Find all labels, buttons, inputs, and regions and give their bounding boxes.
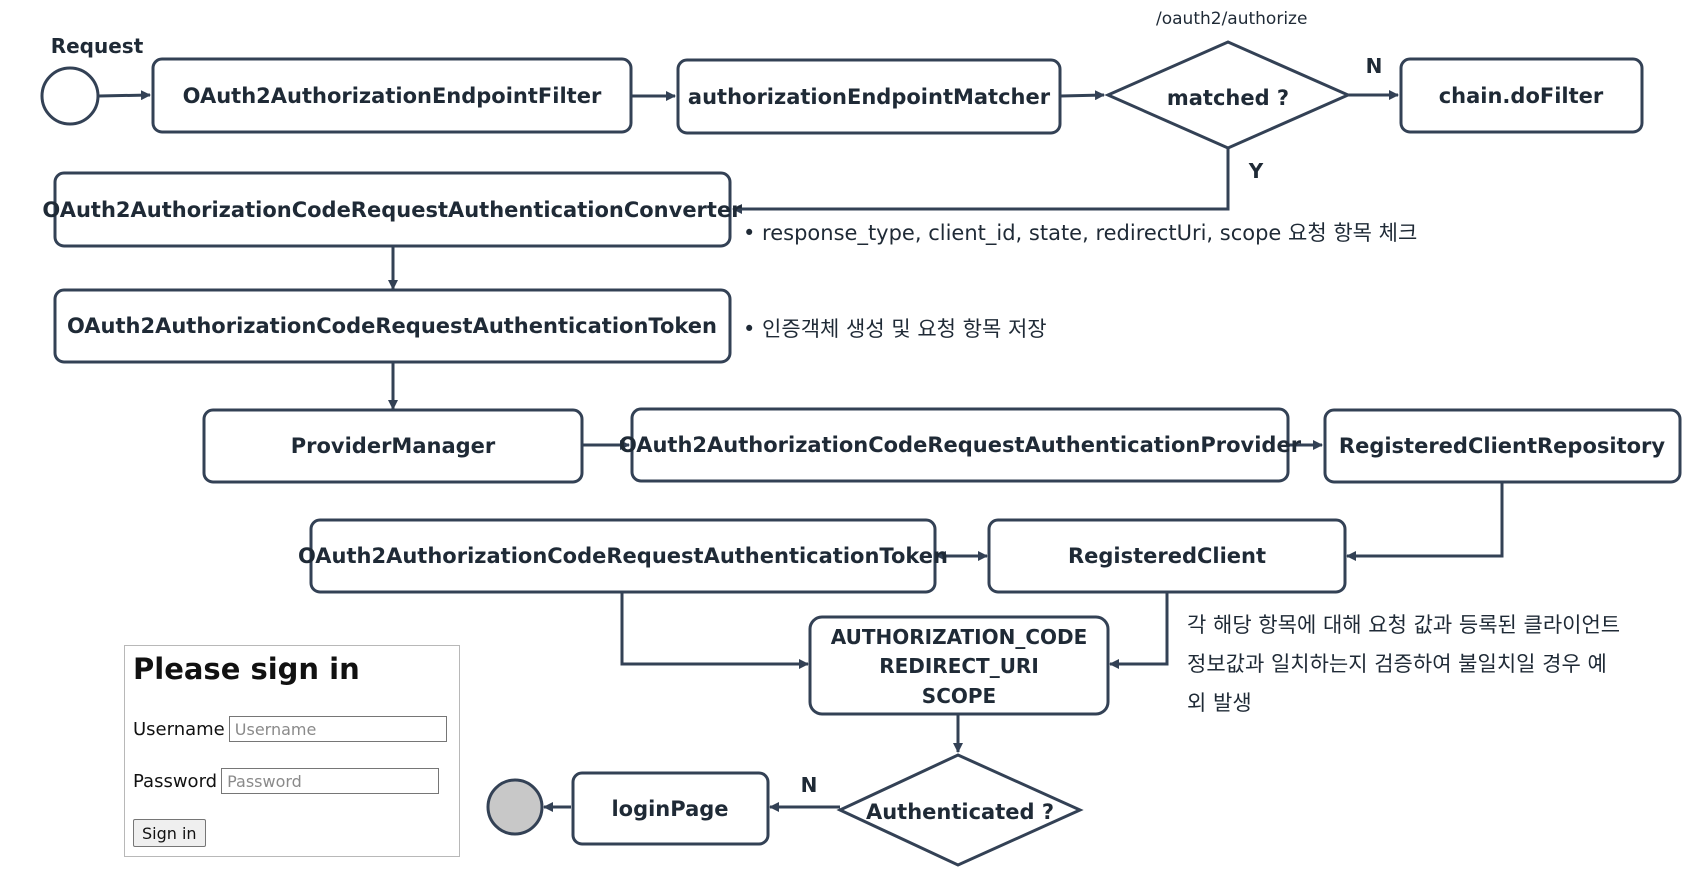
username-row: Username — [133, 716, 447, 742]
matched-yes-label: Y — [1248, 159, 1264, 183]
login-page-box — [571, 771, 770, 846]
edge-start-to-filter — [98, 90, 151, 101]
matched-no-label: N — [1366, 54, 1383, 78]
sign-in-panel: Please sign in Username Password Sign in — [124, 645, 460, 857]
client-repository-box — [1323, 408, 1682, 484]
start-node — [40, 66, 100, 126]
edge-decision-yes — [732, 148, 1230, 214]
registered-client-box — [987, 518, 1347, 594]
token-label-2: OAuth2AuthorizationCodeRequestAuthentica… — [298, 544, 948, 568]
validation-note-line-3: 외 발생 — [1187, 691, 1252, 715]
token-note: • 인증객체 생성 및 요청 항목 저장 — [743, 317, 1047, 341]
edge-token-to-validation — [620, 593, 809, 669]
path-label: /oauth2/authorize — [1156, 9, 1307, 29]
token-box-1 — [53, 288, 732, 364]
edge-client-to-validation — [1109, 593, 1169, 669]
client-repository-label: RegisteredClientRepository — [1339, 434, 1665, 458]
converter-box — [53, 171, 732, 248]
username-input[interactable] — [228, 716, 447, 742]
password-row: Password — [133, 768, 440, 794]
endpoint-matcher-box — [676, 58, 1062, 135]
converter-label: OAuth2AuthorizationCodeRequestAuthentica… — [42, 198, 742, 222]
authenticated-no-label: N — [801, 773, 818, 797]
validation-box — [808, 615, 1110, 716]
token-label-1: OAuth2AuthorizationCodeRequestAuthentica… — [67, 314, 717, 338]
endpoint-filter-box — [151, 57, 633, 134]
edge-matcher-to-decision — [1060, 90, 1105, 101]
auth-provider-box — [630, 407, 1290, 483]
matched-decision-label: matched ? — [1167, 86, 1289, 110]
end-node — [486, 778, 544, 836]
edges — [98, 90, 1504, 812]
chain-dofilter-box — [1399, 57, 1644, 134]
sign-in-title: Please sign in — [133, 652, 360, 686]
endpoint-filter-label: OAuth2AuthorizationEndpointFilter — [183, 84, 602, 108]
converter-note: • response_type, client_id, state, redir… — [743, 221, 1417, 246]
validation-note-line-2: 정보값과 일치하는지 검증하여 불일치일 경우 예 — [1187, 652, 1607, 676]
chain-dofilter-label: chain.doFilter — [1439, 84, 1604, 108]
provider-manager-label: ProviderManager — [291, 434, 496, 458]
authenticated-decision-diamond — [836, 753, 1084, 867]
matched-decision-diamond — [1104, 40, 1352, 150]
username-label: Username — [133, 718, 225, 740]
sign-in-button[interactable]: Sign in — [133, 819, 206, 847]
auth-provider-label: OAuth2AuthorizationCodeRequestAuthentica… — [619, 433, 1302, 457]
edge-repository-to-client — [1346, 483, 1504, 561]
registered-client-label: RegisteredClient — [1068, 544, 1266, 568]
password-label: Password — [133, 770, 218, 792]
validation-note-line-1: 각 해당 항목에 대해 요청 값과 등록된 클라이언트 — [1187, 613, 1620, 637]
validation-item-2: REDIRECT_URI — [879, 654, 1039, 678]
authenticated-decision-label: Authenticated ? — [866, 800, 1054, 824]
password-input[interactable] — [221, 768, 440, 794]
validation-item-3: SCOPE — [922, 684, 996, 708]
token-box-2 — [309, 518, 937, 594]
login-page-label: loginPage — [611, 797, 728, 821]
request-label: Request — [51, 34, 144, 58]
provider-manager-box — [202, 408, 584, 484]
endpoint-matcher-label: authorizationEndpointMatcher — [688, 85, 1051, 109]
validation-item-1: AUTHORIZATION_CODE — [831, 625, 1088, 649]
